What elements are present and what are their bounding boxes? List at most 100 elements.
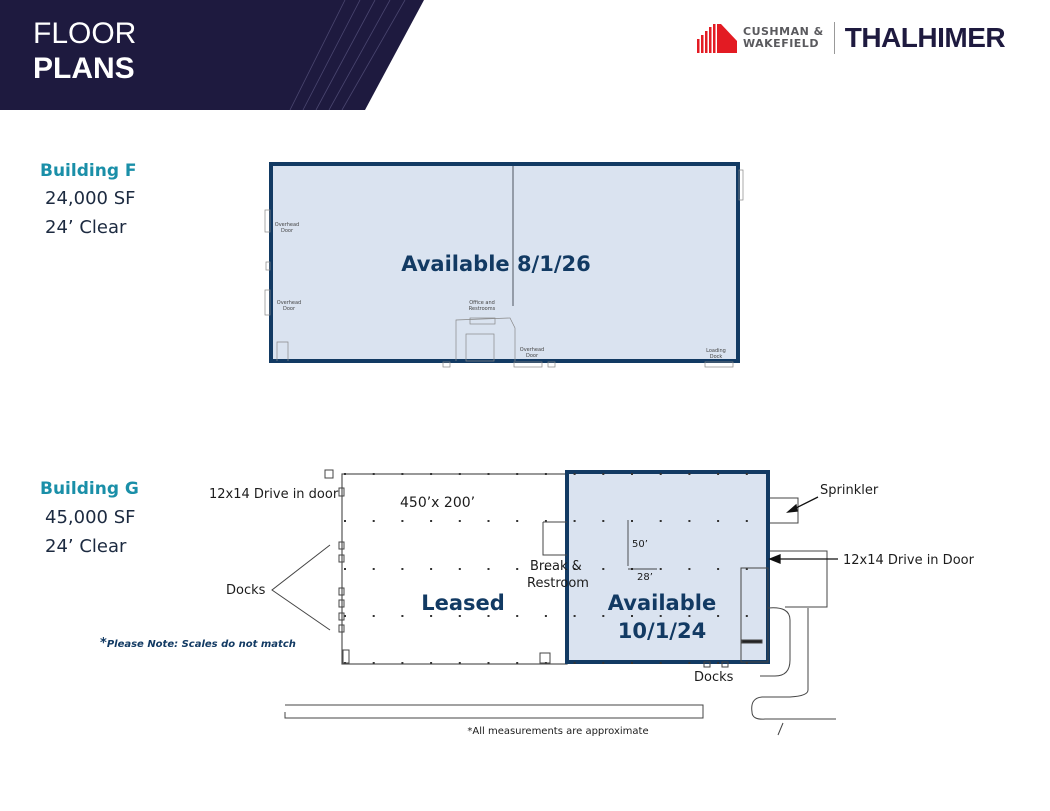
column-marker: [458, 615, 461, 617]
sprinkler-label: Sprinkler: [820, 483, 879, 498]
office-label: Restrooms: [469, 306, 496, 312]
cushman-wakefield-logo-icon: [697, 24, 737, 53]
column-marker: [544, 615, 547, 617]
column-marker: [544, 568, 547, 570]
column-marker: [487, 473, 490, 475]
bay-width-label: 28’: [637, 572, 653, 583]
column-marker: [573, 568, 576, 570]
column-marker: [401, 662, 404, 664]
office-label: Office and: [469, 300, 495, 306]
column-marker: [430, 473, 433, 475]
drive-in-door-label: 12x14 Drive in door: [209, 487, 339, 502]
column-marker: [344, 520, 346, 522]
column-marker: [458, 520, 461, 522]
column-marker: [573, 662, 576, 664]
column-marker: [401, 520, 404, 522]
docks-bottom-label: Docks: [694, 670, 734, 685]
column-marker: [401, 568, 404, 570]
column-marker: [745, 662, 748, 664]
column-marker: [659, 473, 662, 475]
column-marker: [372, 568, 375, 570]
column-marker: [487, 662, 490, 664]
building-g-size: 45,000 SF: [45, 507, 136, 528]
column-marker: [487, 568, 490, 570]
overhead-door-label: Door: [283, 306, 296, 312]
loading-dock-label: Loading: [706, 348, 726, 354]
note-asterisk: *: [100, 636, 107, 651]
overhead-door-label: Overhead: [275, 222, 299, 228]
column-marker: [631, 473, 633, 475]
dimensions-label: 450’x 200’: [400, 495, 475, 511]
column-marker: [659, 520, 662, 522]
column-marker: [458, 662, 461, 664]
column-marker: [717, 473, 720, 475]
column-marker: [344, 615, 346, 617]
scales-note: *Please Note: Scales do not match: [100, 636, 296, 651]
logo-text-line2: WAKEFIELD: [743, 37, 819, 50]
column-marker: [717, 615, 720, 617]
loading-dock-label: Dock: [710, 354, 723, 360]
building-g-plan: 12x14 Drive in door 450’x 200’ Docks Bre…: [209, 469, 975, 737]
building-f-clear: 24’ Clear: [45, 217, 127, 238]
column-marker: [573, 615, 576, 617]
column-marker: [659, 662, 662, 664]
column-marker: [631, 615, 633, 617]
column-marker: [372, 615, 375, 617]
column-marker: [659, 568, 662, 570]
column-marker: [430, 568, 433, 570]
header-banner: [0, 0, 424, 110]
break-room-label: Restroom: [527, 576, 589, 591]
column-marker: [516, 473, 519, 475]
bay-height-label: 50’: [632, 539, 648, 550]
column-marker: [602, 662, 605, 664]
note-text: Please Note: Scales do not match: [106, 639, 296, 650]
break-room-label: Break &: [530, 559, 582, 574]
logo-text-line1: CUSHMAN &: [743, 25, 824, 38]
column-marker: [544, 473, 547, 475]
column-marker: [516, 520, 519, 522]
column-marker: [430, 520, 433, 522]
column-marker: [344, 568, 346, 570]
building-f-size: 24,000 SF: [45, 188, 136, 209]
column-marker: [688, 615, 691, 617]
column-marker: [688, 520, 691, 522]
overhead-door-label: Overhead: [277, 300, 301, 306]
column-marker: [717, 568, 720, 570]
column-marker: [544, 520, 547, 522]
column-marker: [631, 662, 633, 664]
column-marker: [458, 568, 461, 570]
column-marker: [372, 520, 375, 522]
column-marker: [602, 520, 605, 522]
building-f-status: Available 8/1/26: [401, 252, 591, 276]
column-marker: [372, 473, 375, 475]
partner-logo: THALHIMER: [844, 22, 1006, 53]
measurements-note: *All measurements are approximate: [467, 726, 648, 737]
building-f-plan: Available 8/1/26 Overhead Door Overhead …: [264, 162, 744, 368]
column-marker: [516, 662, 519, 664]
overhead-door-label: Door: [281, 228, 294, 234]
company-logo: CUSHMAN &WAKEFIELD THALHIMER: [697, 20, 1006, 56]
column-marker: [458, 473, 461, 475]
column-marker: [745, 520, 748, 522]
overhead-door-label: Overhead: [520, 347, 544, 353]
drive-in-door-right-label: 12x14 Drive in Door: [843, 553, 975, 568]
column-marker: [688, 473, 691, 475]
building-g-name: Building G: [40, 479, 139, 499]
overhead-door-label: Door: [526, 353, 539, 359]
column-marker: [602, 568, 605, 570]
column-marker: [717, 520, 720, 522]
available-date: 10/1/24: [618, 619, 706, 643]
column-marker: [573, 473, 576, 475]
column-marker: [430, 615, 433, 617]
docks-label: Docks: [226, 583, 266, 598]
column-marker: [602, 615, 605, 617]
building-f-name: Building F: [40, 161, 137, 181]
column-marker: [516, 615, 519, 617]
leased-label: Leased: [421, 591, 505, 615]
building-g-clear: 24’ Clear: [45, 536, 127, 557]
column-marker: [745, 568, 748, 570]
column-marker: [401, 615, 404, 617]
available-label: Available: [608, 591, 716, 615]
page-title-line2: PLANS: [33, 52, 135, 85]
